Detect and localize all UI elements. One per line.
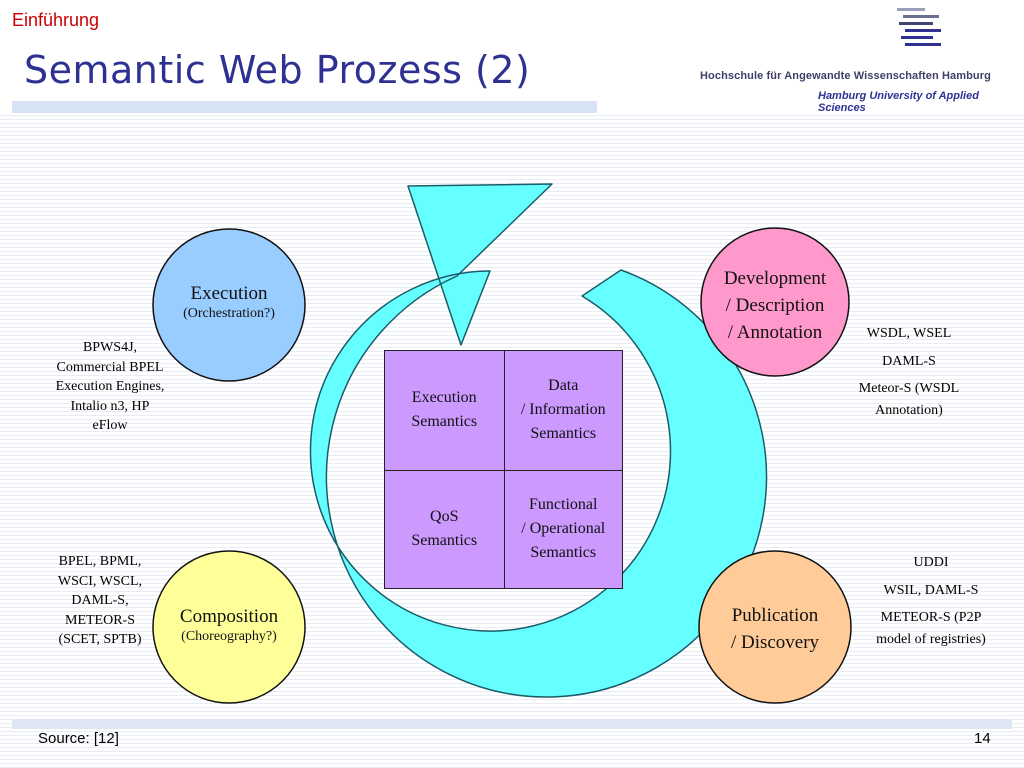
- header-background: [0, 0, 1024, 114]
- execution-label: Execution (Orchestration?): [183, 283, 275, 321]
- title-underline: [12, 101, 597, 113]
- slide-title: Semantic Web Prozess (2): [24, 48, 531, 92]
- logo-text-english: Hamburg University of Applied Sciences: [818, 90, 979, 114]
- publication-circle: [698, 550, 852, 704]
- footer-divider: [12, 719, 1012, 729]
- logo-text-german: Hochschule für Angewandte Wissenschaften…: [700, 70, 991, 82]
- page-number: 14: [974, 730, 991, 747]
- cycle-arrow: [309, 183, 768, 698]
- development-circle: [700, 227, 850, 377]
- publication-label: Publication / Discovery: [730, 605, 820, 653]
- publication-tools-note: UDDI WSIL, DAML-S METEOR-S (P2P model of…: [876, 555, 986, 648]
- university-logo-icon: [897, 8, 941, 46]
- execution-circle: [152, 228, 306, 382]
- execution-tools-note: BPWS4J, Commercial BPEL Execution Engine…: [55, 340, 165, 434]
- composition-circle: [152, 550, 306, 704]
- composition-tools-note: BPEL, BPML, WSCI, WSCL, DAML-S, METEOR-S…: [57, 554, 143, 648]
- development-tools-note: WSDL, WSEL DAML-S Meteor-S (WSDL Annotat…: [858, 326, 960, 419]
- composition-label: Composition (Choreography?): [179, 606, 279, 644]
- section-label: Einführung: [12, 10, 100, 30]
- development-label: Development / Description / Annotation: [723, 268, 827, 343]
- source-citation: Source: [12]: [38, 730, 119, 747]
